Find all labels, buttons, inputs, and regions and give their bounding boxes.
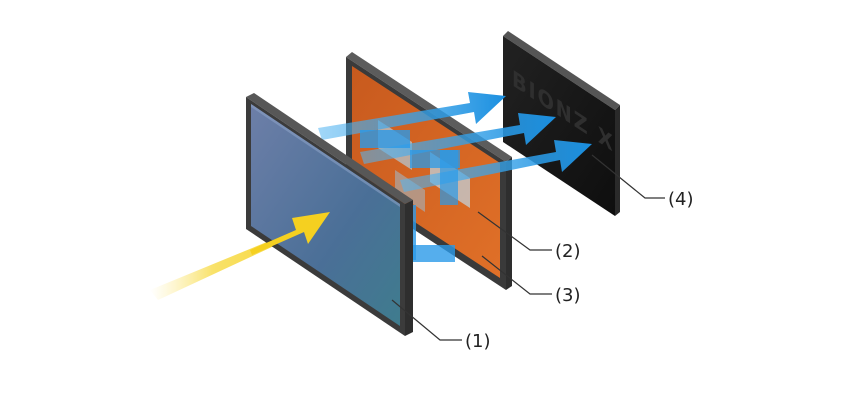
callout-sensor: (1)	[391, 299, 491, 352]
label-sensor: (1)	[465, 331, 491, 352]
leader-line-circuit	[477, 211, 552, 251]
light-beam	[150, 212, 330, 300]
callout-memory: (3)	[481, 255, 581, 306]
label-memory: (3)	[555, 285, 581, 306]
data-arrow-middle	[360, 113, 556, 164]
leader-line-sensor	[391, 299, 462, 341]
data-arrow-top	[318, 92, 506, 140]
callout-processor: (4)	[591, 154, 694, 210]
label-circuit: (2)	[555, 241, 581, 262]
leader-line-processor	[591, 154, 665, 199]
callout-circuit: (2)	[477, 211, 581, 262]
label-processor: (4)	[668, 189, 694, 210]
leader-line-memory	[481, 255, 552, 295]
